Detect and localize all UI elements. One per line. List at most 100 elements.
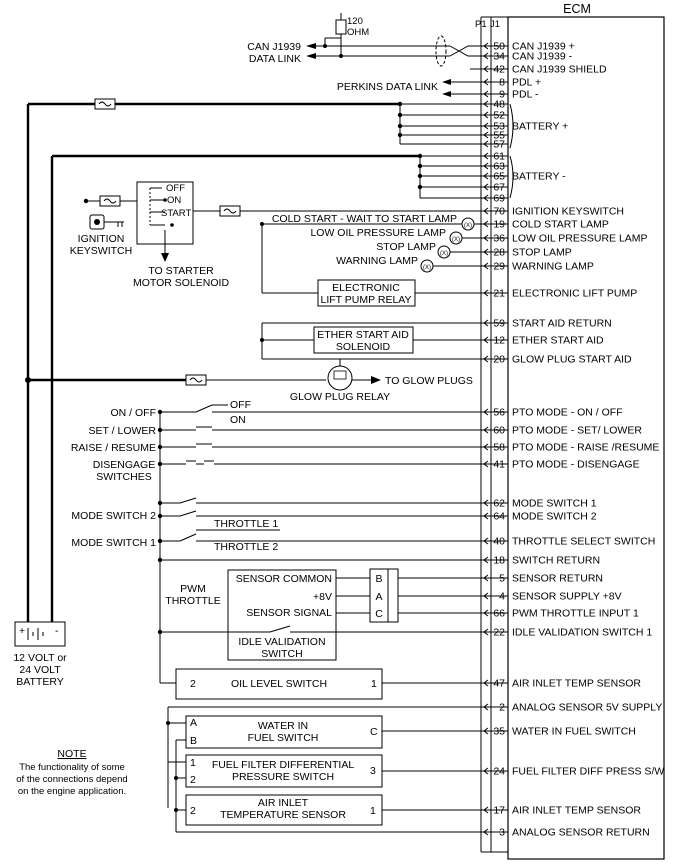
svg-text:(X): (X) bbox=[423, 265, 431, 271]
ecm-pin-number: 52 bbox=[493, 110, 505, 122]
svg-text:on the engine application.: on the engine application. bbox=[18, 786, 126, 797]
note-title: NOTE bbox=[57, 748, 86, 760]
svg-text:COLD START - WAIT TO START LA: COLD START - WAIT TO START LAMP bbox=[272, 213, 457, 225]
ecm-pin-number: 24 bbox=[493, 766, 505, 778]
svg-text:STOP LAMP: STOP LAMP bbox=[376, 241, 436, 253]
ecm-pin-number: 66 bbox=[493, 608, 505, 620]
battery-minus-bus bbox=[50, 153, 484, 622]
svg-text:OHM: OHM bbox=[347, 27, 369, 38]
ecm-pin-label: IGNITION KEYSWITCH bbox=[512, 206, 624, 218]
ecm-pin-label: IDLE VALIDATION SWITCH 1 bbox=[512, 627, 652, 639]
ecm-pin-label: MODE SWITCH 1 bbox=[512, 498, 597, 510]
ecm-pin-number: 41 bbox=[493, 459, 505, 471]
battery-icon bbox=[14, 621, 66, 647]
ecm-pin-number: 58 bbox=[493, 442, 505, 454]
connector-p1-label: P1 bbox=[475, 19, 487, 30]
ecm-pin-label: CAN J1939 + bbox=[512, 41, 575, 53]
svg-text:A: A bbox=[190, 717, 197, 729]
ecm-pin-label: CAN J1939 - bbox=[512, 51, 573, 63]
ecm-pin-number: 29 bbox=[493, 261, 505, 273]
pwm-throttle: PWM THROTTLE SENSOR COMMON +8V SENSOR SI… bbox=[157, 568, 484, 661]
note: NOTE The functionality of some of the co… bbox=[16, 748, 127, 797]
svg-text:+: + bbox=[19, 625, 25, 637]
ecm-pin-label: BATTERY - bbox=[512, 171, 566, 183]
ecm-pin-number: 50 bbox=[493, 41, 505, 53]
ecm-pin-label: SENSOR RETURN bbox=[512, 573, 603, 585]
ecm-pin-number: 59 bbox=[493, 318, 505, 330]
ecm-pin-number: 53 bbox=[493, 121, 505, 133]
ecm-pin-number: 48 bbox=[493, 99, 505, 111]
ecm-pin-number: 36 bbox=[493, 233, 505, 245]
ecm-pin-66: 66 PWM THROTTLE INPUT 1 bbox=[483, 608, 639, 620]
svg-text:24 VOLT: 24 VOLT bbox=[19, 664, 61, 676]
ecm-pin-number: 28 bbox=[493, 247, 505, 259]
svg-text:SENSOR COMMON: SENSOR COMMON bbox=[236, 573, 332, 585]
svg-text:GLOW PLUG RELAY: GLOW PLUG RELAY bbox=[290, 391, 390, 403]
svg-text:TO GLOW PLUGS: TO GLOW PLUGS bbox=[385, 375, 473, 387]
svg-text:C: C bbox=[370, 726, 378, 738]
ecm-pin-label: PDL - bbox=[512, 89, 539, 101]
lamp-icon bbox=[449, 231, 463, 245]
ecm-pin-number: 20 bbox=[493, 354, 505, 366]
ecm-pin-label: PWM THROTTLE INPUT 1 bbox=[512, 608, 639, 620]
ecm-pin-label: PTO MODE - ON / OFF bbox=[512, 407, 623, 419]
ecm-pin-number: 70 bbox=[493, 206, 505, 218]
pwm-throttle-box bbox=[227, 569, 337, 661]
ecm-pin-label: WARNING LAMP bbox=[512, 261, 594, 273]
glow-plug-relay: TO GLOW PLUGS GLOW PLUG RELAY bbox=[25, 359, 473, 403]
pto-switches: ON / OFF OFF ON SET / LOWER RAISE / RESU… bbox=[71, 399, 484, 632]
ecm-title: ECM bbox=[563, 2, 591, 16]
ecm-pin-number: 2 bbox=[499, 702, 505, 714]
ecm-pin-number: 34 bbox=[493, 51, 505, 63]
svg-text:A: A bbox=[375, 591, 382, 603]
svg-text:ON: ON bbox=[167, 195, 181, 206]
svg-text:3: 3 bbox=[370, 765, 376, 777]
svg-text:START: START bbox=[161, 208, 191, 219]
ecm-pin-57: 57 bbox=[483, 139, 508, 151]
ecm-pin-number: 35 bbox=[493, 726, 505, 738]
ecm-pin-number: 62 bbox=[493, 498, 505, 510]
battery-plus-bracket bbox=[509, 103, 514, 149]
svg-text:120: 120 bbox=[347, 16, 363, 27]
can-termination-resistor bbox=[335, 19, 347, 35]
svg-text:C: C bbox=[375, 608, 383, 620]
svg-text:MODE SWITCH 1: MODE SWITCH 1 bbox=[71, 537, 156, 549]
ecm-pin-number: 64 bbox=[493, 511, 505, 523]
lamp-icon bbox=[437, 245, 451, 259]
svg-text:MOTOR SOLENOID: MOTOR SOLENOID bbox=[133, 277, 229, 289]
ecm-pin-62: 62 MODE SWITCH 1 bbox=[483, 498, 597, 510]
air-inlet-temp-sensor: 2 AIR INLET TEMPERATURE SENSOR 1 bbox=[185, 794, 484, 826]
ecm-pin-70: 70 IGNITION KEYSWITCH bbox=[483, 206, 624, 218]
svg-text:SWITCH: SWITCH bbox=[261, 648, 302, 660]
svg-text:THROTTLE 1: THROTTLE 1 bbox=[214, 518, 278, 530]
svg-text:LIFT PUMP RELAY: LIFT PUMP RELAY bbox=[320, 294, 411, 306]
ecm-pin-number: 55 bbox=[493, 130, 505, 142]
lamp-icon bbox=[461, 217, 475, 231]
ecm-pin-number: 40 bbox=[493, 536, 505, 548]
svg-text:TO STARTER: TO STARTER bbox=[148, 265, 214, 277]
svg-text:AIR INLET: AIR INLET bbox=[258, 797, 309, 809]
ecm-pin-label: AIR INLET TEMP SENSOR bbox=[512, 678, 641, 690]
ecm-box bbox=[507, 16, 665, 860]
pwm-connector bbox=[369, 568, 399, 623]
water-in-fuel-switch-box bbox=[185, 715, 383, 749]
svg-text:2: 2 bbox=[190, 774, 196, 786]
ecm-pin-number: 12 bbox=[493, 335, 505, 347]
